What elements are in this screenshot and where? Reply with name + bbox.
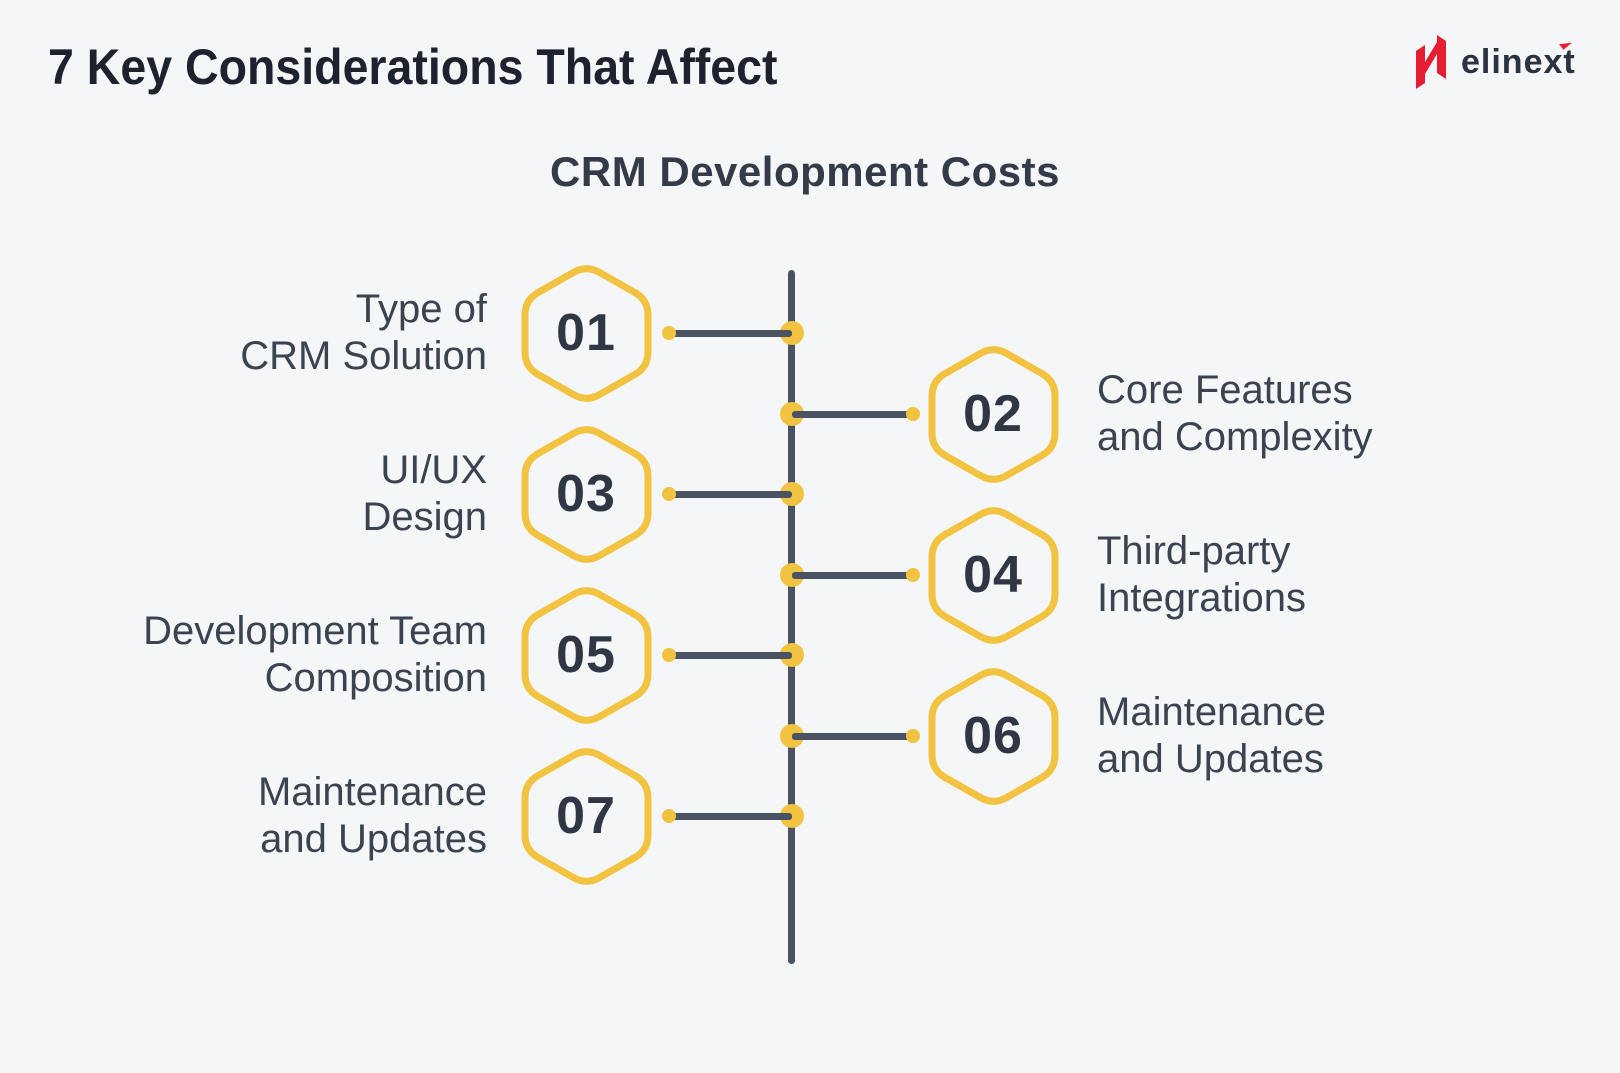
item-label-line: CRM Solution xyxy=(240,334,487,378)
node-dot-icon xyxy=(662,809,676,823)
node-dot-icon xyxy=(662,326,676,340)
hexagon-outline-icon xyxy=(521,264,651,402)
hexagon-badge: 06 xyxy=(928,664,1059,809)
hexagon-badge: 04 xyxy=(928,503,1059,648)
item-number: 02 xyxy=(963,385,1023,443)
timeline-spine xyxy=(788,270,795,964)
item-label-line: Type of xyxy=(355,287,487,331)
hexagon-outline-icon xyxy=(521,425,651,563)
connector-line xyxy=(792,572,913,579)
page-subtitle: CRM Development Costs xyxy=(550,148,1060,195)
node-dot-icon xyxy=(906,729,920,743)
item-number: 06 xyxy=(963,707,1023,765)
connector-line xyxy=(792,411,913,418)
item-label-line: and Complexity xyxy=(1097,415,1373,459)
connector-line xyxy=(669,813,792,820)
item-label-line: Core Features xyxy=(1097,368,1353,412)
hexagon-outline-icon xyxy=(928,667,1058,805)
item-label-line: Development Team xyxy=(143,609,487,653)
hexagon-badge: 05 xyxy=(521,583,652,728)
connector-line xyxy=(792,733,913,740)
hexagon-badge: 03 xyxy=(521,422,652,567)
node-dot-icon xyxy=(906,407,920,421)
hexagon-badge: 01 xyxy=(521,261,652,406)
item-label-line: Design xyxy=(362,495,487,539)
node-dot-icon xyxy=(906,568,920,582)
item-number: 04 xyxy=(963,546,1023,604)
connector-line xyxy=(669,491,792,498)
item-label-line: UI/UX xyxy=(380,448,487,492)
brand-name: elinext xyxy=(1461,36,1576,82)
logo-arrow-accent-icon xyxy=(1558,36,1572,50)
hexagon-badge: 02 xyxy=(928,342,1059,487)
connector-line xyxy=(669,652,792,659)
brand-logo: elinext xyxy=(1414,34,1576,90)
elinext-logo-icon xyxy=(1416,35,1446,89)
page-title: 7 Key Considerations That Affect xyxy=(48,39,778,95)
item-number: 07 xyxy=(556,787,616,845)
hexagon-outline-icon xyxy=(928,506,1058,644)
item-label-line: Composition xyxy=(264,656,487,700)
item-number: 01 xyxy=(556,304,616,362)
item-label-line: Third-party xyxy=(1097,529,1291,573)
node-dot-icon xyxy=(662,487,676,501)
item-label-line: Maintenance xyxy=(257,770,487,814)
item-label-line: and Updates xyxy=(260,817,487,861)
hexagon-badge: 07 xyxy=(521,744,652,889)
item-label-line: and Updates xyxy=(1097,737,1324,781)
hexagon-outline-icon xyxy=(928,345,1058,483)
item-number: 03 xyxy=(556,465,616,523)
hexagon-outline-icon xyxy=(521,747,651,885)
node-dot-icon xyxy=(662,648,676,662)
item-number: 05 xyxy=(556,626,616,684)
hexagon-outline-icon xyxy=(521,586,651,724)
connector-line xyxy=(669,330,792,337)
item-label-line: Integrations xyxy=(1097,576,1307,620)
item-label-line: Maintenance xyxy=(1097,690,1327,734)
